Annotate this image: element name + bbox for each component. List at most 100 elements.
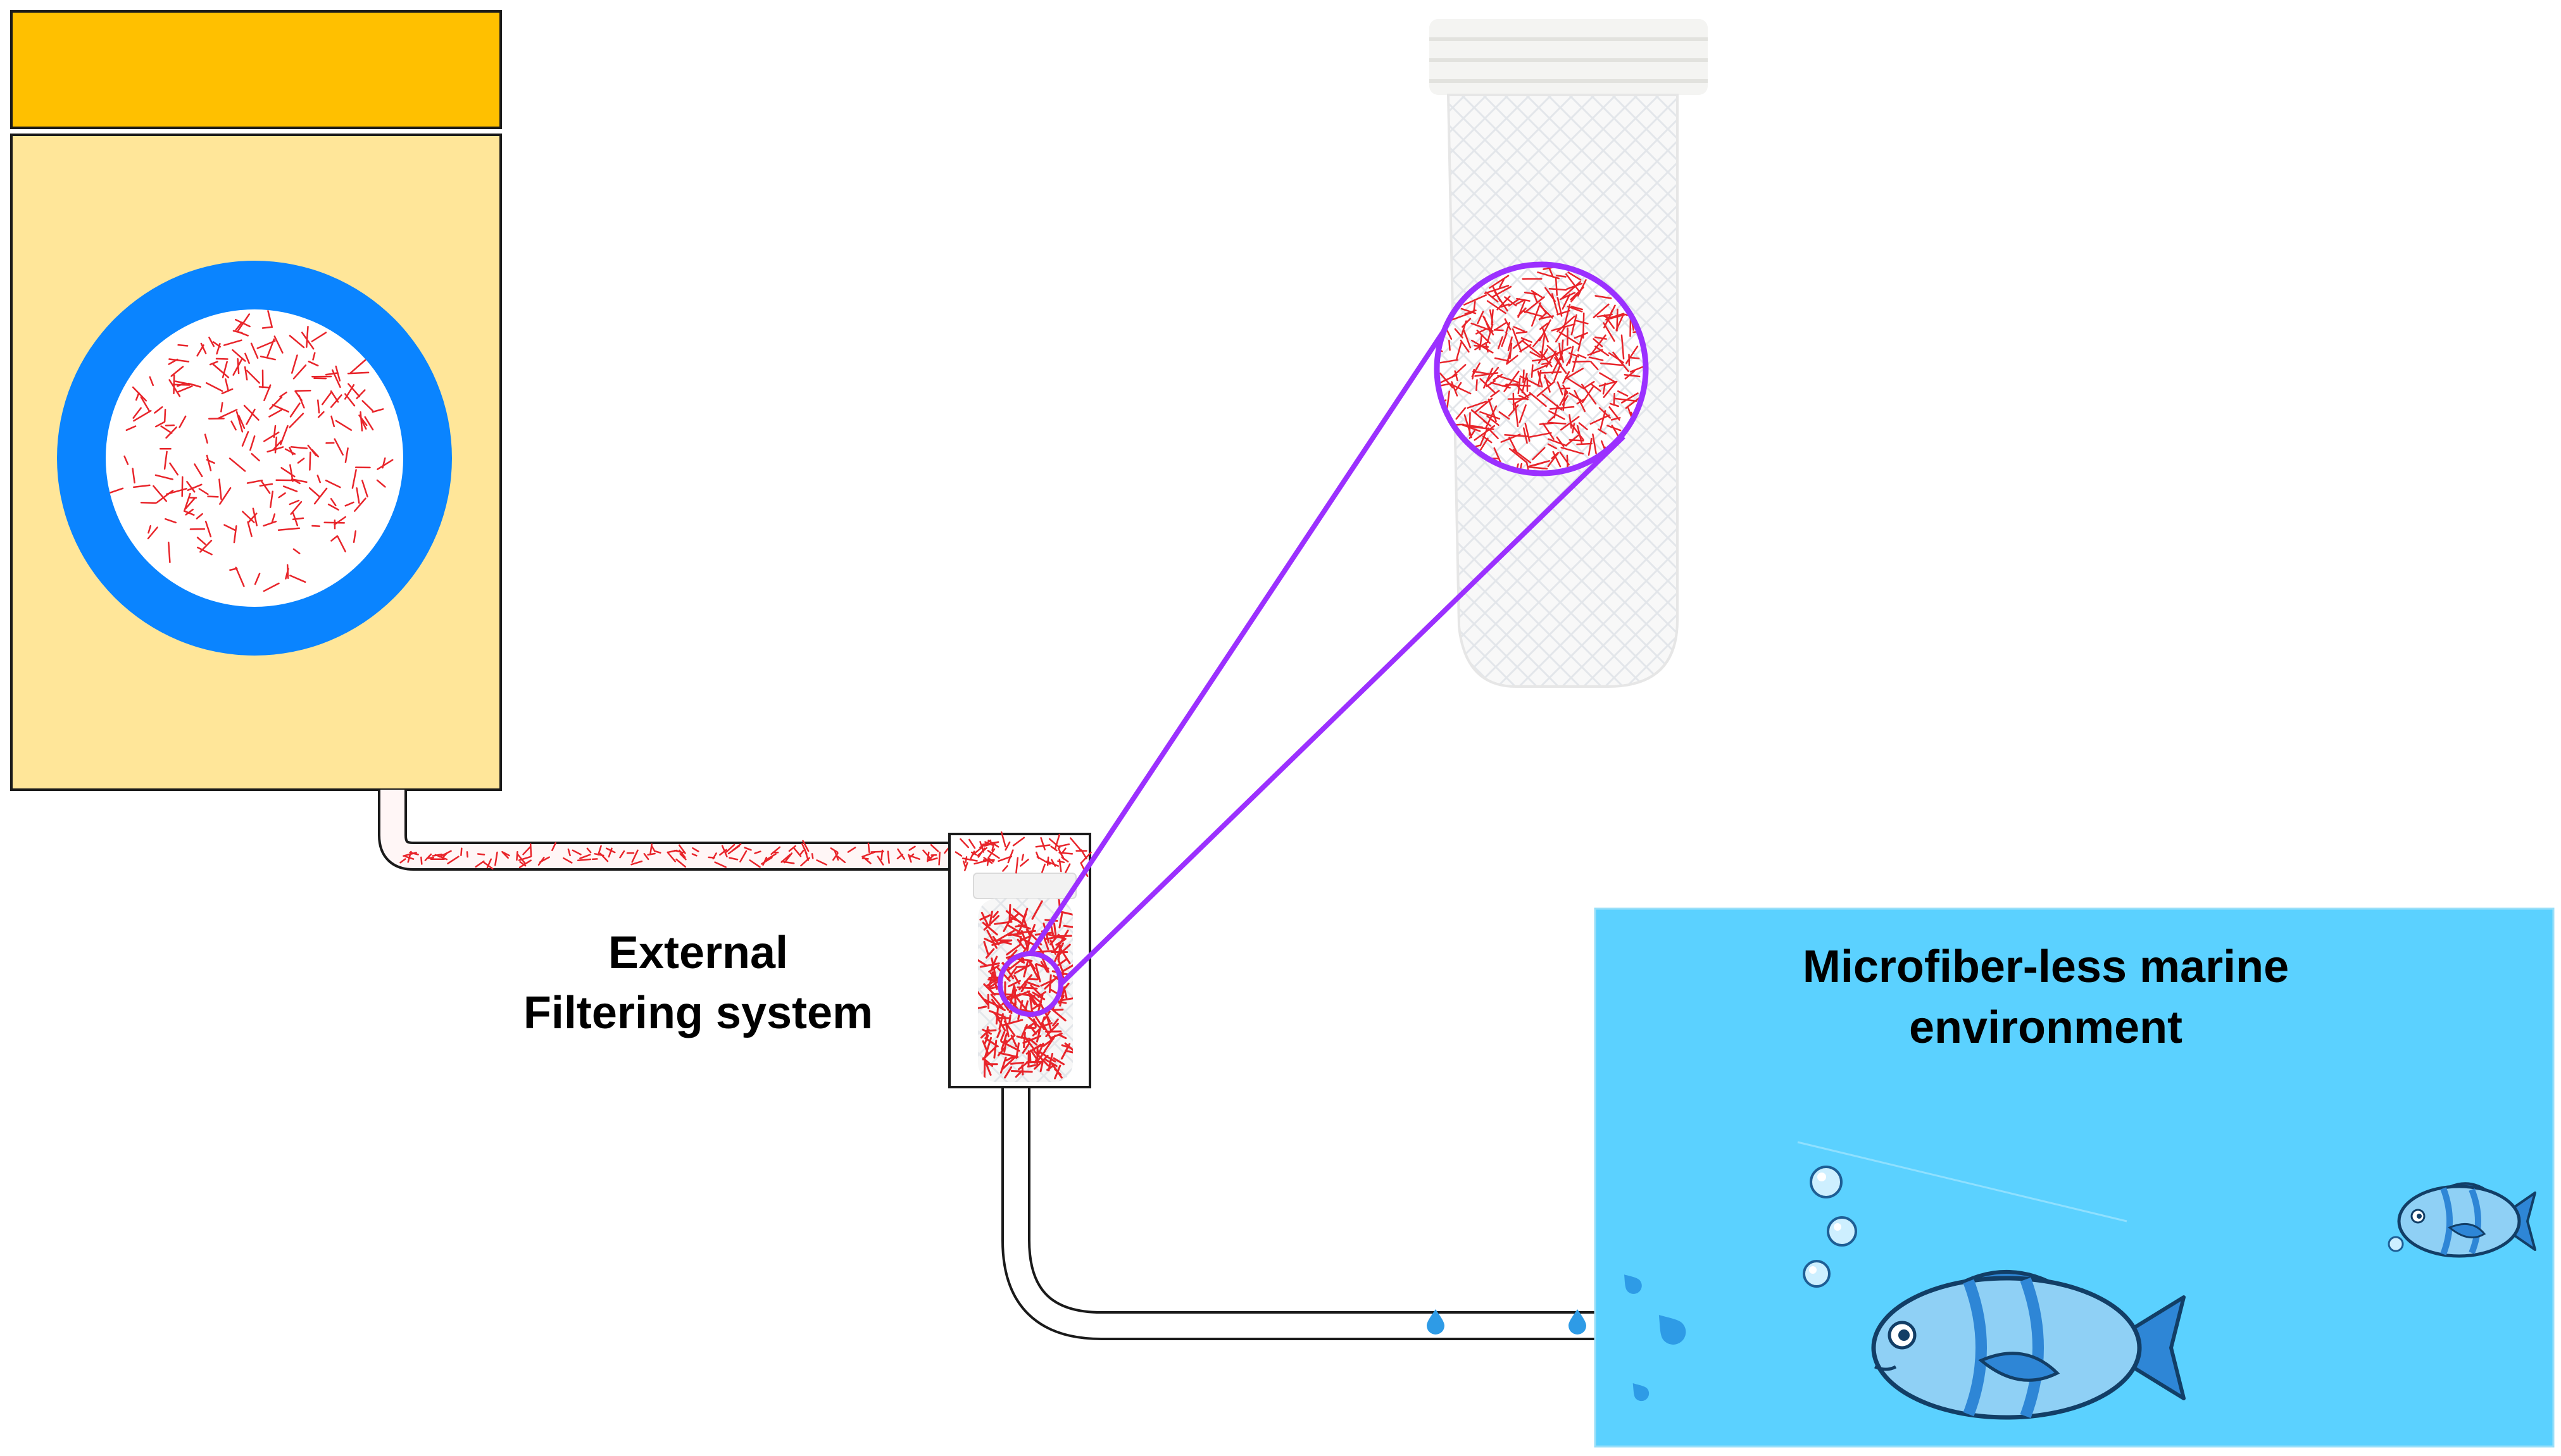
microfiber <box>744 847 752 851</box>
microfiber <box>1504 318 1512 330</box>
microfiber <box>1032 1003 1041 1010</box>
microfiber <box>237 358 240 375</box>
outlet-hose <box>1001 1087 1595 1340</box>
microfiber <box>482 861 494 870</box>
microfiber <box>1494 357 1510 362</box>
microfiber <box>908 854 912 863</box>
microfiber <box>1537 370 1542 387</box>
microfiber <box>290 445 308 449</box>
microfiber <box>1532 364 1548 372</box>
microfiber <box>579 854 591 859</box>
zoom-magnifier-icon <box>998 261 1649 1017</box>
microfiber <box>1046 861 1060 867</box>
microfiber <box>1001 1055 1018 1071</box>
microfiber <box>529 843 532 857</box>
microfiber <box>1033 1050 1049 1067</box>
microfiber <box>1439 359 1458 364</box>
microfiber <box>982 921 998 936</box>
microfiber <box>1474 425 1496 441</box>
microfiber <box>832 852 839 861</box>
filter-label-line2: Filtering system <box>523 988 873 1038</box>
microfiber <box>955 851 963 857</box>
microfiber <box>168 358 178 365</box>
microfiber <box>256 340 276 349</box>
microfiber <box>992 1011 1001 1020</box>
microfiber <box>518 859 532 869</box>
microfiber <box>1462 328 1472 349</box>
microfiber <box>1010 1061 1025 1065</box>
microfiber <box>475 860 485 868</box>
microfiber <box>770 846 781 856</box>
microfiber <box>1594 336 1607 340</box>
microfiber <box>229 457 246 472</box>
microfiber <box>1005 841 1011 851</box>
microfiber <box>1531 358 1546 362</box>
microfiber <box>1496 296 1511 311</box>
microfiber <box>897 848 906 860</box>
microfiber <box>1484 285 1510 294</box>
microfiber <box>153 485 167 502</box>
microfiber <box>1505 383 1531 387</box>
water-droplet-icon <box>1624 1274 1642 1294</box>
microfiber <box>1045 933 1067 940</box>
microfiber <box>1486 380 1496 387</box>
microfiber <box>1522 369 1525 383</box>
microfiber <box>993 1040 998 1059</box>
microfiber <box>522 845 532 856</box>
microfiber <box>1565 273 1579 291</box>
microfiber <box>1034 963 1041 983</box>
microfiber <box>1477 311 1484 325</box>
microfiber <box>1000 1040 1020 1052</box>
microfiber <box>1060 911 1073 916</box>
marine-environment: Microfiber-less marine environment <box>1594 907 2555 1448</box>
microfiber <box>1529 392 1547 408</box>
microfiber <box>1006 967 1017 981</box>
microfiber <box>1494 322 1506 331</box>
microfiber <box>1507 336 1513 352</box>
microfiber <box>1012 837 1025 847</box>
microfiber <box>1053 1057 1065 1066</box>
microfiber <box>1576 398 1586 405</box>
microfiber <box>930 843 939 852</box>
microfiber <box>1512 328 1522 353</box>
microfiber <box>311 332 327 342</box>
microfiber <box>989 981 999 988</box>
microfiber <box>335 420 353 431</box>
microfiber <box>982 1028 992 1035</box>
microfiber <box>999 940 1012 945</box>
microfiber <box>994 930 1015 942</box>
microfiber <box>250 342 259 359</box>
microfiber <box>887 850 890 864</box>
microfiber <box>466 851 468 858</box>
microfiber <box>1553 363 1562 382</box>
zoomed-microfibers <box>1437 264 1646 473</box>
microfiber <box>1515 299 1525 305</box>
hose-microfibers <box>399 840 949 870</box>
microfiber <box>321 390 333 406</box>
microfiber <box>996 1029 1001 1038</box>
microfiber <box>1018 993 1036 997</box>
microfiber <box>1594 345 1610 357</box>
microfiber <box>291 354 298 374</box>
microfiber <box>960 838 970 849</box>
microfiber <box>985 948 995 959</box>
microfiber <box>1037 945 1044 954</box>
microfiber <box>1473 301 1476 313</box>
microfiber <box>653 850 661 854</box>
microfiber <box>1600 410 1606 430</box>
microfiber <box>1474 397 1493 414</box>
microfiber <box>986 930 998 949</box>
microfiber <box>477 853 485 856</box>
microfiber <box>1022 1043 1030 1054</box>
drain-hose <box>378 790 949 871</box>
microfiber <box>1050 1032 1063 1039</box>
microfiber <box>1537 271 1560 280</box>
microfiber <box>802 840 810 852</box>
microfiber <box>1589 414 1610 425</box>
microfiber <box>334 438 344 456</box>
microfiber <box>1034 1055 1049 1070</box>
bubble-icon <box>2388 1236 2404 1252</box>
microfiber <box>597 845 602 856</box>
microfiber <box>494 851 498 866</box>
